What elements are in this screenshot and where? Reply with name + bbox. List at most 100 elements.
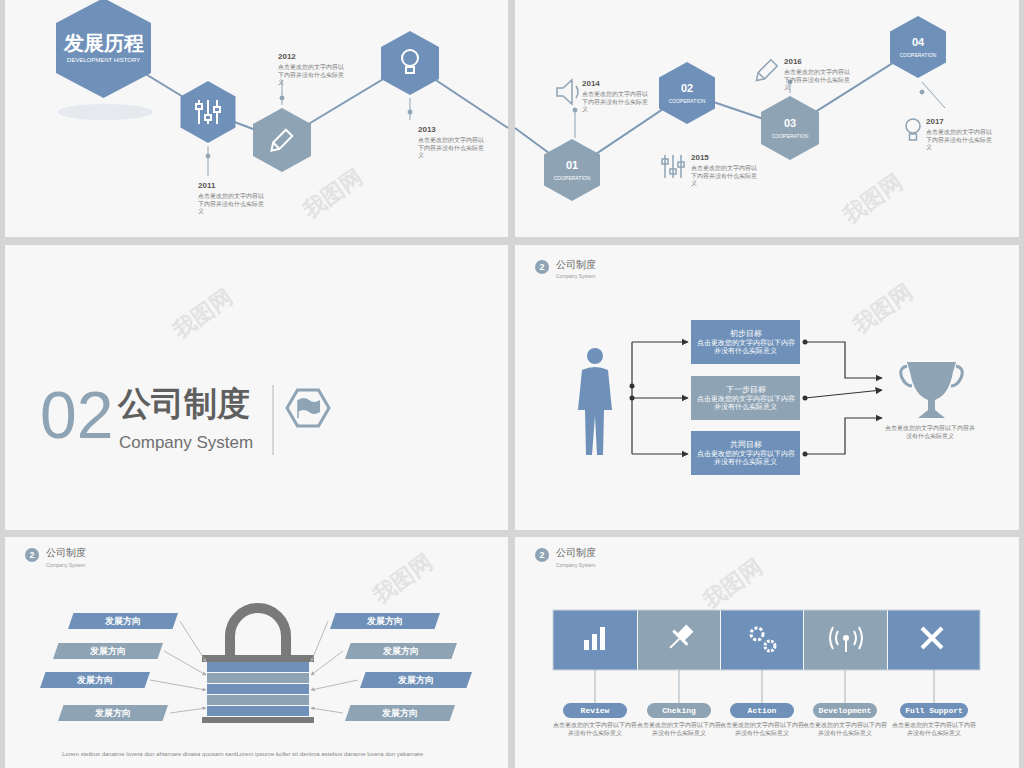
icon-hexagons	[181, 31, 440, 172]
step-pill: Action	[730, 703, 794, 718]
step-note: 点击更改您的文字内容以下内容并没有什么实际意义	[892, 722, 976, 737]
node-title: 发展方向	[90, 646, 126, 657]
note: 点击更改您的文字内容以下内容并没有什么实际意义	[784, 69, 852, 92]
goal-box: 初步目标点击更改您的文字内容以下内容并没有什么实际意义	[691, 320, 800, 364]
node-title: 2	[29, 550, 34, 561]
node-title: 04	[912, 36, 924, 49]
note: 点击更改您的文字内容以下内容并没有什么实际意义	[582, 91, 650, 114]
direction-tag: 发展方向	[58, 705, 168, 721]
direction-tag: 发展方向	[330, 613, 440, 629]
node-title: 发展方向	[77, 675, 113, 686]
divider	[273, 385, 274, 455]
node-title: 01	[566, 159, 578, 172]
node-title: 发展方向	[398, 675, 434, 686]
lorem-text: Lorem stetbus danaime lovera don ahiamar…	[62, 751, 482, 759]
node-body: COOPERATION	[900, 52, 937, 58]
slide-subheading: Company System	[556, 273, 595, 279]
year: 2016	[784, 57, 802, 67]
lock-leaders	[150, 621, 358, 713]
node-title: Review	[581, 706, 610, 716]
node-title: 下一步目标	[726, 385, 766, 395]
step-note: 点击更改您的文字内容以下内容并没有什么实际意义	[720, 722, 804, 737]
slide-heading: 公司制度	[556, 547, 596, 560]
node-title: 2	[539, 550, 544, 561]
note: 点击更改您的文字内容以下内容并没有什么实际意义	[278, 64, 346, 87]
direction-tag: 发展方向	[53, 643, 163, 659]
step-pill: Review	[563, 703, 627, 718]
node-title: 02	[681, 82, 693, 95]
node-title: 2	[539, 262, 544, 273]
step-pill: Cheking	[647, 703, 711, 718]
note: 点击更改您的文字内容以下内容并没有什么实际意义	[691, 165, 759, 188]
section-title: 公司制度	[118, 386, 250, 422]
trophy-caption: 点击更改您的文字内容以下内容并没有什么实际意义	[884, 425, 976, 440]
slide-heading: 公司制度	[556, 259, 596, 272]
slide-subheading: Company System	[46, 562, 85, 568]
direction-tag: 发展方向	[345, 705, 455, 721]
padlock	[202, 608, 314, 723]
direction-tag: 发展方向	[68, 613, 178, 629]
year: 2014	[582, 79, 600, 89]
section-number: 2	[535, 548, 549, 562]
step-note: 点击更改您的文字内容以下内容并没有什么实际意义	[803, 722, 887, 737]
note: 点击更改您的文字内容以下内容并没有什么实际意义	[198, 193, 266, 216]
hex-icons	[196, 50, 418, 154]
year: 2015	[691, 153, 709, 163]
person-silhouette	[578, 348, 612, 455]
node-title: 发展方向	[105, 616, 141, 627]
node-title: 发展历程	[64, 31, 144, 55]
step-hexagon: 03COOPERATION	[761, 96, 819, 160]
node-title: Development	[819, 706, 872, 716]
slide-subheading: Company System	[556, 562, 595, 568]
goal-box: 共同目标点击更改您的文字内容以下内容并没有什么实际意义	[691, 431, 800, 475]
node-body: DEVELOPMENT HISTORY	[67, 57, 140, 64]
year: 2017	[926, 117, 944, 127]
node-body: 点击更改您的文字内容以下内容并没有什么实际意义	[696, 450, 795, 466]
year: 2011	[198, 181, 215, 191]
node-title: 发展方向	[383, 646, 419, 657]
node-title: 初步目标	[730, 329, 762, 339]
outline-icons	[557, 60, 920, 178]
section-number: 2	[535, 260, 549, 274]
leader-lines	[206, 80, 945, 176]
note: 点击更改您的文字内容以下内容并没有什么实际意义	[418, 137, 486, 160]
step-pill: Development	[813, 703, 877, 718]
step-pill: Full Support	[900, 703, 968, 718]
step-hexagon: 02COOPERATION	[659, 62, 715, 124]
node-title: 发展方向	[367, 616, 403, 627]
node-title: 发展方向	[382, 708, 418, 719]
pill-stems	[595, 670, 934, 703]
node-title: Action	[748, 706, 777, 716]
flag-hexagon	[287, 390, 329, 426]
slide-backgrounds	[5, 0, 1019, 768]
node-body: COOPERATION	[554, 175, 591, 181]
direction-tag: 发展方向	[360, 672, 472, 688]
timeline-connector	[592, 106, 667, 156]
node-title: 共同目标	[730, 440, 762, 450]
step-hexagon: 01COOPERATION	[544, 139, 600, 201]
timeline-connector	[710, 101, 767, 120]
node-title: 03	[784, 117, 796, 130]
section-number: 2	[25, 548, 39, 562]
slide-heading: 公司制度	[46, 547, 86, 560]
direction-tag: 发展方向	[345, 643, 457, 659]
node-body: 点击更改您的文字内容以下内容并没有什么实际意义	[696, 395, 795, 411]
trophy	[901, 362, 962, 418]
node-body: COOPERATION	[669, 98, 706, 104]
title-hexagon: 发展历程 DEVELOPMENT HISTORY	[56, 0, 151, 98]
note: 点击更改您的文字内容以下内容并没有什么实际意义	[926, 129, 994, 152]
section-subtitle: Company System	[119, 432, 253, 453]
node-title: Cheking	[662, 706, 696, 716]
node-body: COOPERATION	[772, 133, 809, 139]
direction-tag: 发展方向	[40, 672, 150, 688]
hex-shadow	[57, 104, 153, 120]
year: 2013	[418, 125, 436, 135]
node-title: 发展方向	[95, 708, 131, 719]
step-note: 点击更改您的文字内容以下内容并没有什么实际意义	[637, 722, 721, 737]
process-band	[553, 610, 980, 670]
year: 2012	[278, 52, 296, 62]
band-icons	[584, 621, 942, 655]
node-body: 点击更改您的文字内容以下内容并没有什么实际意义	[696, 339, 795, 355]
timeline-connector	[811, 60, 898, 115]
